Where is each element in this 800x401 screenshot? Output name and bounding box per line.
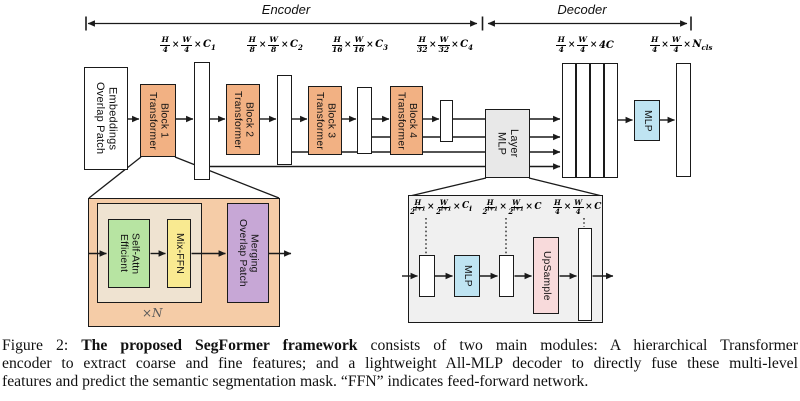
- segmentation-output-box: [676, 63, 691, 177]
- tb3-label-line2: Block 3: [325, 102, 337, 139]
- zoom-callout-lines: [88, 156, 603, 199]
- transformer-block-2: Transformer Block 2: [226, 84, 260, 155]
- mlp-layer-label-line2: Layer: [507, 129, 520, 158]
- upsample-label: UpSample: [540, 250, 552, 301]
- tb2-label-line1: Transformer: [232, 90, 243, 149]
- tb1-label-line2: Block 1: [158, 102, 170, 139]
- caption-line-3: features and predict the semantic segmen…: [2, 373, 589, 391]
- feature-map-2: [277, 75, 292, 165]
- figure-caption: Figure 2: The proposed SegFormer framewo…: [2, 337, 798, 392]
- tb2-label-line2: Block 2: [243, 101, 255, 138]
- decoder-section-label: Decoder: [557, 2, 607, 17]
- concat-divider: [575, 64, 577, 177]
- detail-mlp-box: MLP: [454, 255, 480, 297]
- esa-label-line1: Efficient: [118, 234, 129, 273]
- decoder-mlp-box: MLP: [634, 100, 660, 141]
- decoder-flow-arrows: [530, 115, 675, 170]
- feature-map-1: [194, 62, 210, 180]
- caption-figure-number: Figure 2:: [2, 337, 82, 354]
- opm-label-line1: Overlap Patch: [237, 219, 248, 287]
- tb1-label-line1: Transformer: [147, 91, 158, 150]
- ope-label-line2: Embeddings: [106, 86, 119, 151]
- detail-feature-mid: [499, 255, 514, 297]
- transformer-block-1: Transformer Block 1: [140, 84, 176, 157]
- dim-leader-dotted-lines: [425, 218, 585, 254]
- ope-label-line1: Overlap Patch: [94, 82, 106, 155]
- tb4-label-line2: Block 4: [407, 102, 419, 139]
- feature-map-4: [440, 100, 453, 142]
- concat-divider: [589, 64, 591, 177]
- encoder-section-label: Encoder: [261, 2, 311, 17]
- transformer-block-4: Transformer Block 4: [390, 86, 423, 155]
- mix-ffn-box: Mix-FFN: [167, 219, 191, 288]
- tb3-label-line1: Transformer: [314, 91, 325, 150]
- esa-label-line2: Self-Attn: [129, 232, 141, 275]
- caption-line1-rest: consists of two main modules: A hierarch…: [357, 337, 798, 354]
- transformer-block-3: Transformer Block 3: [308, 86, 342, 155]
- detail-feature-out: [578, 228, 592, 321]
- caption-line-1: Figure 2: The proposed SegFormer framewo…: [2, 337, 798, 355]
- upsample-box: UpSample: [533, 237, 559, 314]
- mlp-layer-box: MLP Layer: [485, 109, 530, 178]
- concat-divider: [603, 64, 605, 177]
- caption-line-2: encoder to extract coarse and fine featu…: [2, 355, 798, 373]
- repeat-times-n-label: ×N: [142, 306, 163, 320]
- concat-features-box: [562, 63, 618, 178]
- span-brackets: [85, 16, 692, 31]
- efficient-self-attn-box: Efficient Self-Attn: [108, 219, 150, 288]
- tb4-label-line1: Transformer: [395, 91, 407, 150]
- caption-bold-title: The proposed SegFormer framework: [81, 337, 358, 354]
- mix-ffn-label: Mix-FFN: [173, 233, 185, 274]
- overlap-patch-embeddings-box: Overlap Patch Embeddings: [84, 67, 128, 170]
- opm-label-line2: Merging: [248, 233, 260, 273]
- overlap-patch-merging-box: Overlap Patch Merging: [227, 203, 269, 303]
- decoder-mlp-label: MLP: [641, 109, 653, 132]
- detail-mlp-label: MLP: [461, 265, 473, 287]
- mlp-layer-label-line1: MLP: [495, 131, 508, 156]
- feature-map-3: [357, 87, 372, 154]
- detail-feature-in: [419, 255, 435, 297]
